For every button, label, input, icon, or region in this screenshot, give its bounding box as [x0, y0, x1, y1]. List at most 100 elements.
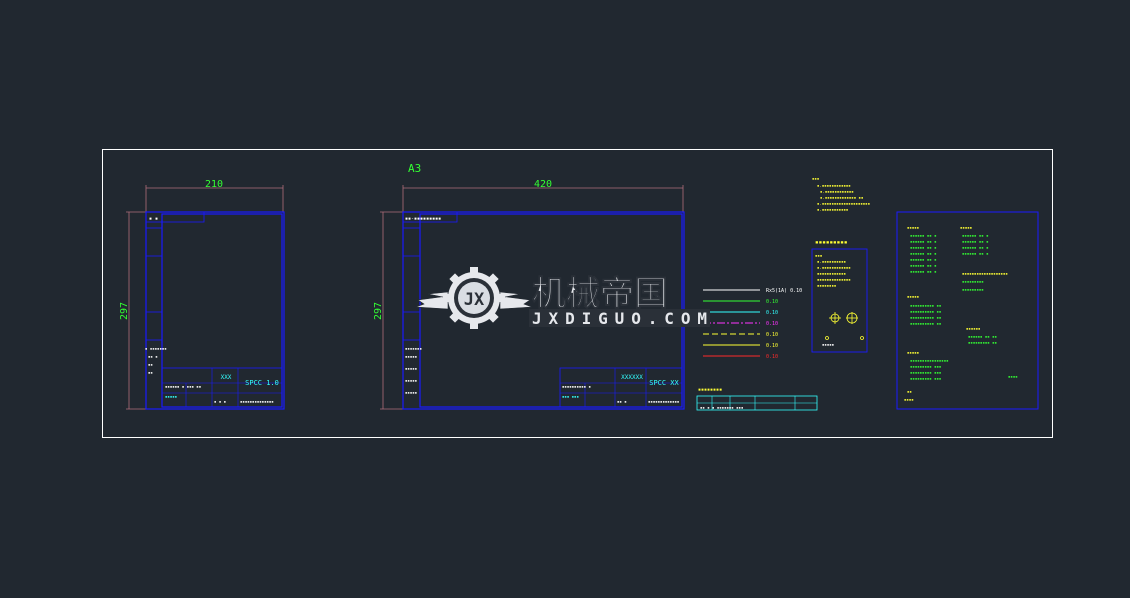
a4-width-dim: 210 [205, 179, 223, 190]
a3-binding-strip [402, 227, 421, 341]
svg-text:▪▪▪▪▪▪▪▪▪: ▪▪▪▪▪▪▪▪▪ [962, 279, 984, 284]
svg-text:▪ ▪: ▪ ▪ [149, 216, 158, 222]
svg-text:▪▪ ▪: ▪▪ ▪ [148, 354, 158, 359]
svg-text:▪▪▪ ▪▪▪: ▪▪▪ ▪▪▪ [562, 394, 579, 399]
svg-text:▪▪▪▪▪▪▪▪: ▪▪▪▪▪▪▪▪ [698, 387, 722, 393]
svg-text:▪▪: ▪▪ [907, 389, 912, 394]
legend-line-label: Rx5(1A) 0.10 [766, 288, 802, 294]
a3-width-dim: 420 [534, 179, 552, 190]
svg-text:▪▪▪▪▪: ▪▪▪▪▪ [907, 294, 919, 299]
svg-text:▪▪▪▪▪▪ ▪▪ ▪: ▪▪▪▪▪▪ ▪▪ ▪ [962, 239, 989, 244]
svg-text:▪▪▪▪▪: ▪▪▪▪▪ [405, 366, 417, 371]
crosshair-symbol-icon [825, 312, 864, 340]
svg-text:▪▪▪▪▪▪▪▪▪: ▪▪▪▪▪▪▪▪▪ [962, 287, 984, 292]
a4-height-dim: 297 [119, 302, 130, 320]
svg-text:▪▪▪▪▪▪▪▪▪ ▪▪▪: ▪▪▪▪▪▪▪▪▪ ▪▪▪ [910, 364, 941, 369]
svg-text:▪▪▪: ▪▪▪ [815, 253, 822, 258]
svg-text:▪▪▪▪▪▪▪▪▪▪▪▪▪▪▪▪▪▪▪: ▪▪▪▪▪▪▪▪▪▪▪▪▪▪▪▪▪▪▪ [962, 271, 1008, 276]
svg-text:▪▪▪▪▪▪ ▪▪ ▪: ▪▪▪▪▪▪ ▪▪ ▪ [910, 269, 937, 274]
legend-line-label: 0.10 [766, 354, 778, 360]
svg-text:▪▪▪▪▪: ▪▪▪▪▪ [405, 378, 417, 383]
svg-text:▪▪▪▪▪: ▪▪▪▪▪ [405, 390, 417, 395]
svg-text:▪▪▪▪▪▪ ▪▪ ▪: ▪▪▪▪▪▪ ▪▪ ▪ [910, 233, 937, 238]
svg-text:▪▪▪▪▪▪▪▪▪▪ ▪▪: ▪▪▪▪▪▪▪▪▪▪ ▪▪ [910, 321, 941, 326]
svg-text:▪▪▪▪▪▪▪▪▪▪ ▪▪: ▪▪▪▪▪▪▪▪▪▪ ▪▪ [910, 303, 941, 308]
svg-text:▪▪▪▪▪▪▪▪▪▪▪▪▪▪: ▪▪▪▪▪▪▪▪▪▪▪▪▪▪ [240, 399, 274, 404]
a3-height-dim: 297 [373, 302, 384, 320]
a3-code-box [402, 211, 458, 223]
svg-text:▪▪▪▪▪▪▪▪▪▪▪▪▪▪▪▪: ▪▪▪▪▪▪▪▪▪▪▪▪▪▪▪▪ [910, 358, 949, 363]
a3-title-code: XXXXXX [621, 374, 643, 381]
svg-text:▪▪▪▪▪▪ ▪▪ ▪: ▪▪▪▪▪▪ ▪▪ ▪ [910, 251, 937, 256]
svg-text:▪▪: ▪▪ [148, 362, 153, 367]
svg-text:▪▪▪▪▪▪ ▪▪ ▪: ▪▪▪▪▪▪ ▪▪ ▪ [910, 257, 937, 262]
svg-text:▪▪▪▪▪: ▪▪▪▪▪ [960, 225, 972, 230]
legend-line-label: 0.10 [766, 343, 778, 349]
legend-line-label: 0.10 [766, 299, 778, 305]
a4-sheet[interactable]: 210 297 ▪ ▪ ▪ ▪▪▪▪▪▪▪ ▪▪ ▪ ▪▪ ▪▪ [119, 179, 285, 410]
svg-text:▪▪▪▪▪▪ ▪▪ ▪▪: ▪▪▪▪▪▪ ▪▪ ▪▪ [968, 334, 997, 339]
svg-text:▪.▪▪▪▪▪▪▪▪▪▪▪▪: ▪.▪▪▪▪▪▪▪▪▪▪▪▪ [817, 183, 851, 188]
svg-text:▪▪▪▪▪▪ ▪▪ ▪: ▪▪▪▪▪▪ ▪▪ ▪ [962, 233, 989, 238]
svg-text:▪▪▪▪▪▪▪▪▪▪ ▪▪: ▪▪▪▪▪▪▪▪▪▪ ▪▪ [910, 309, 941, 314]
gear-badge-icon: JX [443, 267, 505, 329]
svg-text:▪▪▪▪: ▪▪▪▪ [904, 397, 914, 402]
svg-text:▪.▪▪▪▪▪▪▪▪▪▪▪▪: ▪.▪▪▪▪▪▪▪▪▪▪▪▪ [817, 265, 851, 270]
svg-text:▪.▪▪▪▪▪▪▪▪▪▪: ▪.▪▪▪▪▪▪▪▪▪▪ [817, 259, 846, 264]
a4-code-box [145, 211, 205, 223]
watermark-logo: JX 机械帝国 JXDIGUO.COM [415, 267, 710, 329]
svg-text:▪▪ ▪: ▪▪ ▪ [617, 399, 627, 404]
line-type-legend: Rx5(1A) 0.10 0.10 0.10 0.10 0.10 0.10 0.10 [703, 288, 802, 360]
a4-title-std: SPCC 1.0 [245, 379, 279, 387]
svg-text:▪▪▪▪▪▪▪▪▪▪▪▪▪▪: ▪▪▪▪▪▪▪▪▪▪▪▪▪▪ [817, 277, 851, 282]
svg-text:▪▪▪▪▪▪▪▪▪ ▪▪: ▪▪▪▪▪▪▪▪▪ ▪▪ [968, 340, 997, 345]
a4-side-notes: ▪ ▪▪▪▪▪▪▪ ▪▪ ▪ ▪▪ ▪▪ [145, 346, 167, 375]
svg-text:▪▪▪▪▪▪ ▪▪ ▪: ▪▪▪▪▪▪ ▪▪ ▪ [962, 245, 989, 250]
svg-text:▪ ▪▪▪▪▪▪▪: ▪ ▪▪▪▪▪▪▪ [145, 346, 167, 351]
svg-text:▪.▪▪▪▪▪▪▪▪▪▪▪▪: ▪.▪▪▪▪▪▪▪▪▪▪▪▪ [820, 189, 854, 194]
svg-text:▪▪▪▪▪: ▪▪▪▪▪ [405, 354, 417, 359]
revision-table: ▪▪▪▪▪▪▪▪ ▪▪ ▪ ▪ ▪▪▪▪▪▪▪ ▪▪▪ [696, 387, 818, 411]
svg-text:▪▪▪▪▪▪▪▪▪ ▪▪▪: ▪▪▪▪▪▪▪▪▪ ▪▪▪ [910, 370, 941, 375]
legend-line-label: 0.10 [766, 332, 778, 338]
svg-text:▪▪▪▪▪▪ ▪▪ ▪: ▪▪▪▪▪▪ ▪▪ ▪ [910, 239, 937, 244]
svg-text:▪▪: ▪▪ [148, 370, 153, 375]
svg-text:▪▪▪▪▪▪▪▪▪: ▪▪▪▪▪▪▪▪▪ [815, 239, 848, 246]
standards-panel: ▪▪▪▪▪ ▪▪▪▪▪ ▪▪▪▪▪▪ ▪▪ ▪ ▪▪▪▪▪▪ ▪▪ ▪ ▪▪▪▪… [896, 211, 1039, 410]
a3-label: A3 [408, 162, 421, 175]
svg-text:▪▪▪▪▪▪▪▪▪ ▪▪▪: ▪▪▪▪▪▪▪▪▪ ▪▪▪ [910, 376, 941, 381]
svg-text:▪▪▪▪▪: ▪▪▪▪▪ [907, 350, 919, 355]
svg-text:▪▪▪▪▪: ▪▪▪▪▪ [822, 342, 834, 347]
legend-line-label: 0.10 [766, 321, 778, 327]
a3-side-notes: ▪▪▪▪▪▪▪ ▪▪▪▪▪ ▪▪▪▪▪ ▪▪▪▪▪ ▪▪▪▪▪ [405, 346, 422, 395]
symbol-panel: ▪▪▪▪▪▪▪▪▪ ▪▪▪ ▪.▪▪▪▪▪▪▪▪▪▪ ▪.▪▪▪▪▪▪▪▪▪▪▪… [811, 239, 868, 353]
svg-text:▪▪▪: ▪▪▪ [812, 176, 819, 181]
svg-text:▪▪▪▪▪▪ ▪ ▪▪▪ ▪▪: ▪▪▪▪▪▪ ▪ ▪▪▪ ▪▪ [165, 384, 201, 389]
svg-text:▪▪▪▪▪: ▪▪▪▪▪ [907, 225, 919, 230]
a3-sheet[interactable]: A3 420 297 ▪▪-▪▪▪▪▪▪▪▪▪ ▪▪▪▪▪▪▪ ▪▪▪▪▪ ▪▪… [373, 162, 685, 410]
watermark-title: 机械帝国 [532, 274, 668, 314]
svg-text:▪▪ ▪ ▪ ▪▪▪▪▪▪▪ ▪▪▪: ▪▪ ▪ ▪ ▪▪▪▪▪▪▪ ▪▪▪ [700, 405, 743, 410]
watermark-badge: JX [464, 290, 485, 310]
legend-line-label: 0.10 [766, 310, 778, 316]
svg-text:▪▪▪▪▪: ▪▪▪▪▪ [165, 394, 177, 399]
a3-title-block: XXXXXX SPCC XX ▪▪▪▪▪▪▪▪▪▪ ▪ ▪▪▪ ▪▪▪ ▪▪▪▪… [559, 367, 683, 408]
svg-text:▪▪▪▪: ▪▪▪▪ [1008, 374, 1018, 379]
a3-title-std: SPCC XX [649, 379, 679, 387]
svg-text:▪▪▪▪▪▪▪▪: ▪▪▪▪▪▪▪▪ [817, 283, 836, 288]
svg-text:▪▪▪▪▪▪▪▪▪▪ ▪: ▪▪▪▪▪▪▪▪▪▪ ▪ [562, 384, 591, 389]
a4-binding-strip [145, 227, 163, 341]
svg-text:▪▪▪▪▪▪▪▪▪▪▪▪: ▪▪▪▪▪▪▪▪▪▪▪▪ [817, 271, 846, 276]
svg-text:▪.▪▪▪▪▪▪▪▪▪▪▪▪▪▪▪▪▪▪▪▪: ▪.▪▪▪▪▪▪▪▪▪▪▪▪▪▪▪▪▪▪▪▪ [817, 201, 870, 206]
a4-title-block: XXX SPCC 1.0 ▪▪▪▪▪▪ ▪ ▪▪▪ ▪▪ ▪▪▪▪▪ ▪▪▪▪▪… [161, 367, 283, 408]
svg-text:▪.▪▪▪▪▪▪▪▪▪▪▪: ▪.▪▪▪▪▪▪▪▪▪▪▪ [817, 207, 848, 212]
svg-text:▪▪▪▪▪▪ ▪▪ ▪: ▪▪▪▪▪▪ ▪▪ ▪ [910, 245, 937, 250]
svg-text:▪▪▪▪▪▪: ▪▪▪▪▪▪ [966, 326, 980, 331]
svg-text:▪▪▪▪▪▪▪▪▪▪▪▪▪: ▪▪▪▪▪▪▪▪▪▪▪▪▪ [648, 399, 679, 404]
svg-text:▪▪▪▪▪▪▪▪▪▪ ▪▪: ▪▪▪▪▪▪▪▪▪▪ ▪▪ [910, 315, 941, 320]
svg-text:▪.▪▪▪▪▪▪▪▪▪▪▪▪▪ ▪▪: ▪.▪▪▪▪▪▪▪▪▪▪▪▪▪ ▪▪ [820, 195, 863, 200]
svg-text:▪▪▪▪▪▪ ▪▪ ▪: ▪▪▪▪▪▪ ▪▪ ▪ [962, 251, 989, 256]
svg-text:▪▪▪▪▪▪ ▪▪ ▪: ▪▪▪▪▪▪ ▪▪ ▪ [910, 263, 937, 268]
svg-text:▪▪▪▪▪▪▪: ▪▪▪▪▪▪▪ [405, 346, 422, 351]
